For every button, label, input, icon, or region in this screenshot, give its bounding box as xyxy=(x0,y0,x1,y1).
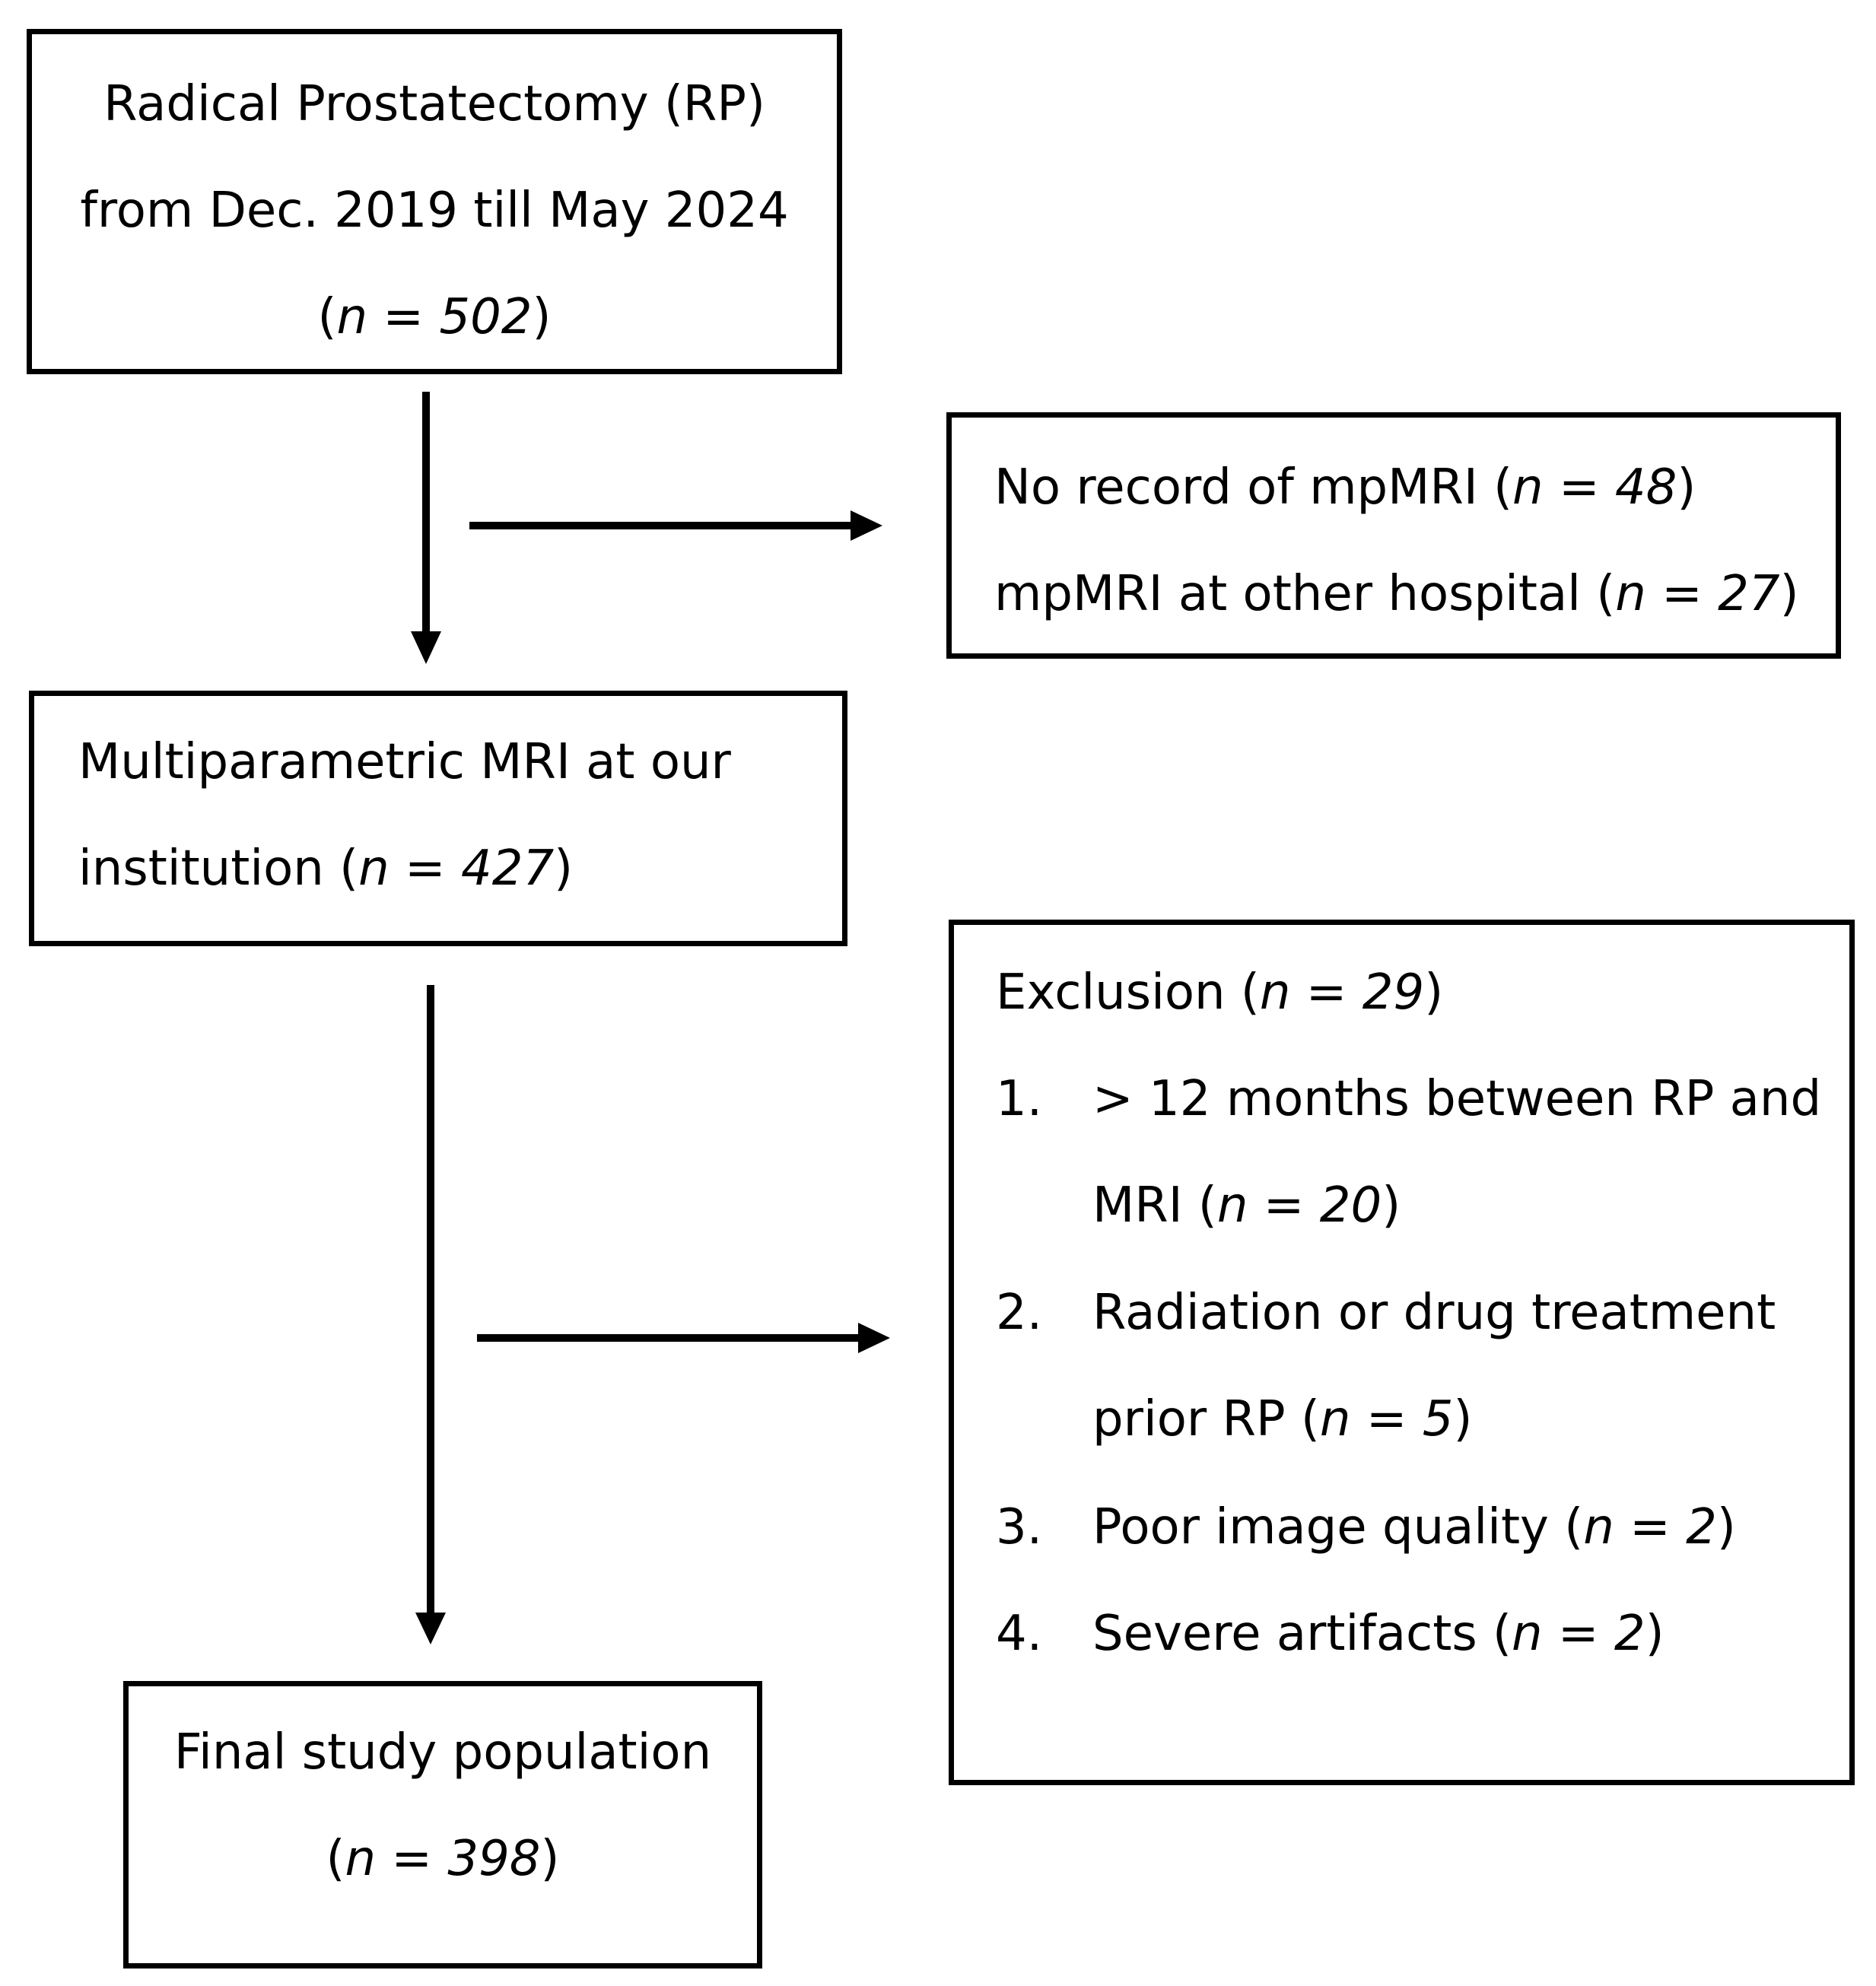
arrow-down-2-head xyxy=(415,1613,446,1644)
other-hospital-n: n = 27 xyxy=(1615,566,1780,622)
no-record-n: n = 48 xyxy=(1512,459,1677,516)
exclusion-item-1-line1: > 12 months between RP and xyxy=(1092,1071,1822,1127)
no-record-line: No record of mpMRI (n = 48) xyxy=(994,459,1696,516)
box-radical-prostatectomy: Radical Prostatectomy (RP) from Dec. 201… xyxy=(27,29,842,374)
other-hospital-line: mpMRI at other hospital (n = 27) xyxy=(994,566,1799,622)
rp-line3: (n = 502) xyxy=(317,289,552,345)
rp-line2: from Dec. 2019 till May 2024 xyxy=(80,183,789,239)
exclusion-title: Exclusion (n = 29) xyxy=(996,964,1444,1021)
rp-n: n = 502 xyxy=(336,289,533,345)
box-final-study-population: Final study population (n = 398) xyxy=(123,1681,762,1969)
exclusion-item-2-number: 2. xyxy=(996,1285,1043,1341)
final-line2: (n = 398) xyxy=(326,1831,560,1887)
mpmri-line1: Multiparametric MRI at our xyxy=(78,734,731,790)
rp-line1: Radical Prostatectomy (RP) xyxy=(103,76,765,132)
exclusion-item-3-line1: Poor image quality (n = 2) xyxy=(1092,1499,1736,1555)
arrow-right-1-head xyxy=(851,510,882,541)
exclusion-item-4-number: 4. xyxy=(996,1606,1043,1662)
final-line1: Final study population xyxy=(173,1724,712,1781)
box-exclusion: Exclusion (n = 29) 1. > 12 months betwee… xyxy=(949,920,1855,1785)
exclusion-item-4-line1: Severe artifacts (n = 2) xyxy=(1092,1606,1665,1662)
arrow-down-1-head xyxy=(411,631,441,664)
exclusion-item-2-line1: Radiation or drug treatment xyxy=(1092,1285,1776,1341)
final-n: n = 398 xyxy=(345,1831,541,1887)
arrow-right-2-head xyxy=(858,1323,890,1353)
exclusion-n: n = 29 xyxy=(1259,964,1425,1021)
box-multiparametric-mri: Multiparametric MRI at our institution (… xyxy=(29,691,847,946)
box-no-mpmri: No record of mpMRI (n = 48) mpMRI at oth… xyxy=(946,412,1841,659)
mpmri-line2: institution (n = 427) xyxy=(78,840,574,897)
exclusion-item-1-line2: MRI (n = 20) xyxy=(1092,1177,1401,1234)
exclusion-item-2-line2: prior RP (n = 5) xyxy=(1092,1391,1473,1447)
mpmri-n: n = 427 xyxy=(358,840,555,897)
exclusion-item-1-number: 1. xyxy=(996,1071,1043,1127)
exclusion-item-3-number: 3. xyxy=(996,1499,1043,1555)
